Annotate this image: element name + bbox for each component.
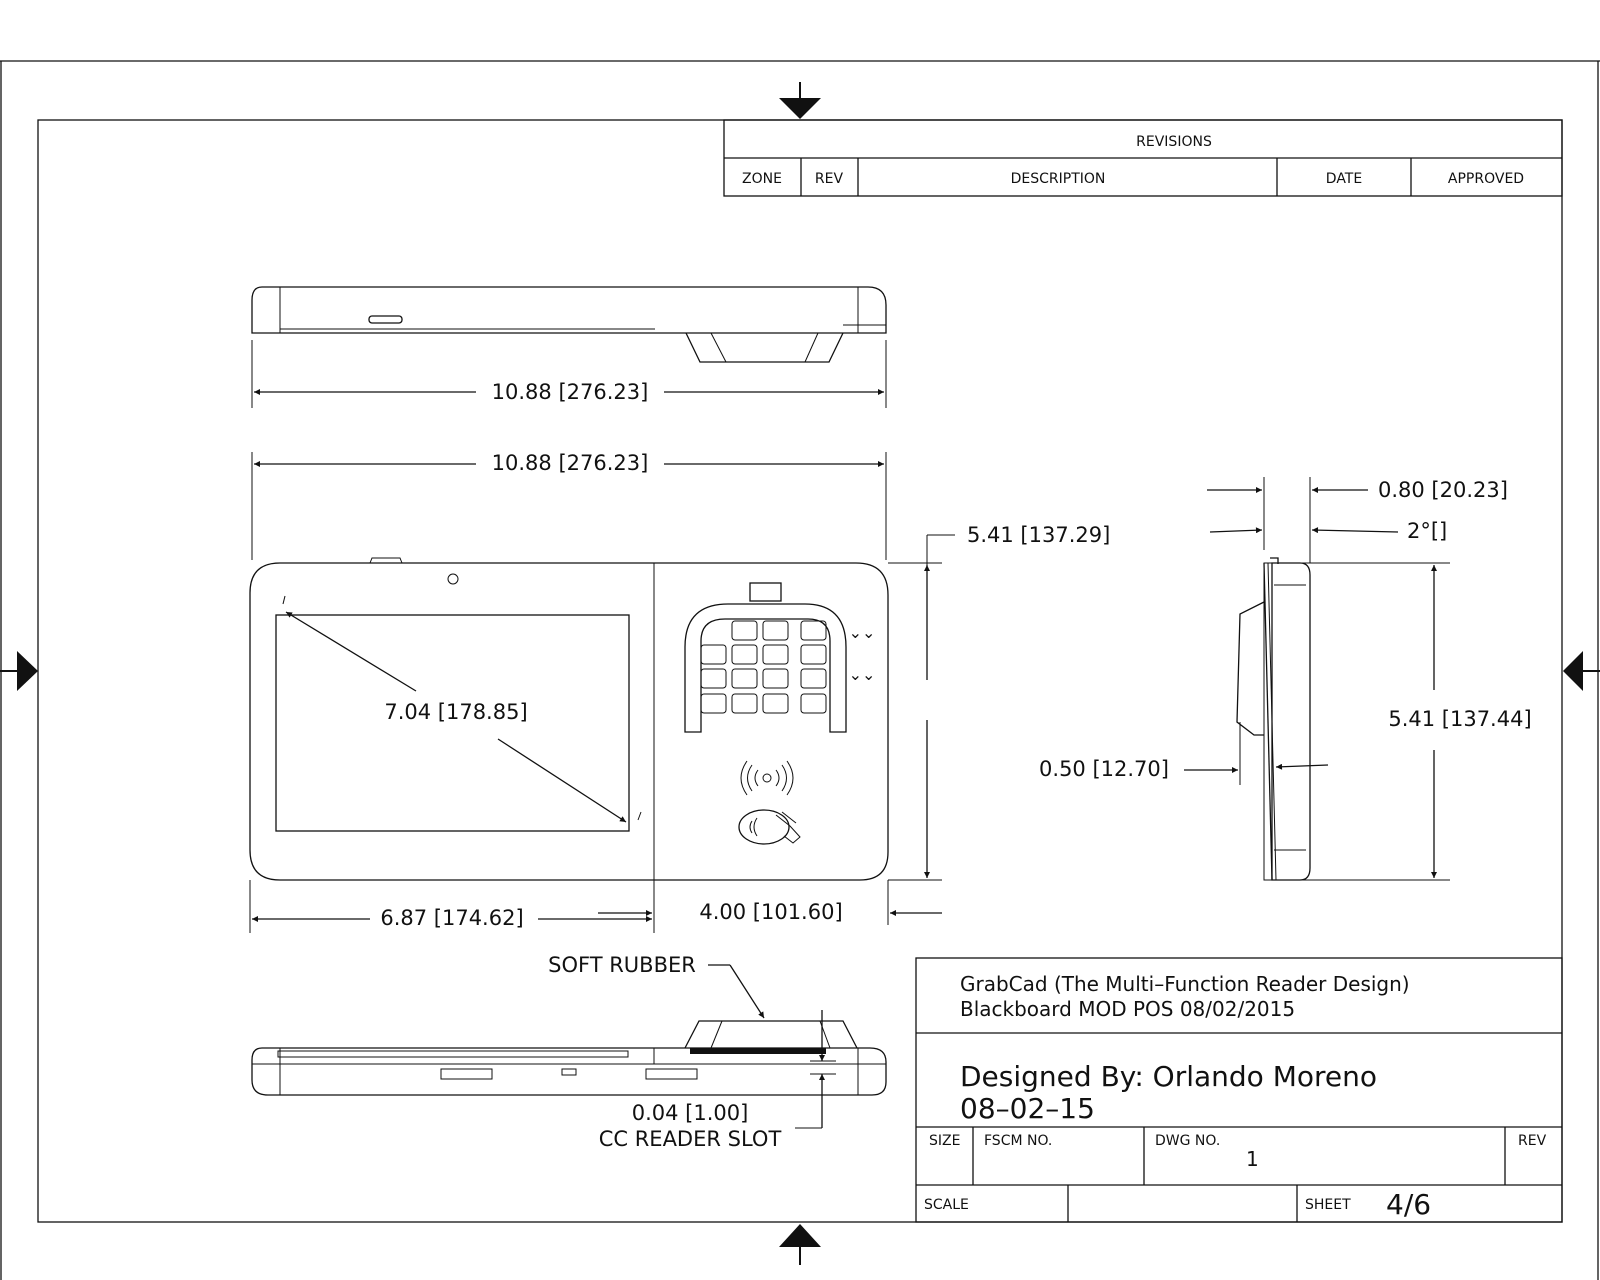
revisions-title: REVISIONS — [1136, 134, 1212, 150]
dim-side-height: 5.41 [137.44] — [1388, 707, 1531, 731]
keypad-key — [731, 668, 758, 689]
rev-label: REV — [1518, 1133, 1547, 1149]
dim-front-width: 10.88 [276.23] — [492, 451, 649, 475]
revisions-table: REVISIONS ZONE REV DESCRIPTION DATE APPR… — [723, 119, 1563, 197]
dwg-no-value: 1 — [1246, 1147, 1259, 1171]
fscm-label: FSCM NO. — [984, 1133, 1052, 1149]
dim-side-depth: 0.80 [20.23] — [1378, 478, 1508, 502]
tap-card-icon — [738, 809, 801, 845]
label-cc-reader-slot: CC READER SLOT — [599, 1127, 782, 1151]
sheet-number: 4/6 — [1386, 1188, 1431, 1221]
dwg-no-label: DWG NO. — [1155, 1133, 1220, 1149]
title-line-2: Blackboard MOD POS 08/02/2015 — [960, 997, 1295, 1021]
keypad-key — [762, 644, 789, 665]
dim-side-thickness: 0.50 [12.70] — [1039, 757, 1169, 781]
keypad-key — [700, 644, 727, 665]
title-block: GrabCad (The Multi–Function Reader Desig… — [915, 957, 1563, 1223]
keypad-key — [731, 620, 758, 641]
keypad-key — [700, 668, 727, 689]
dim-left-section: 6.87 [174.62] — [380, 906, 523, 930]
dim-right-section: 4.00 [101.60] — [699, 900, 842, 924]
keypad-key — [800, 668, 827, 689]
contactless-icon — [740, 760, 794, 796]
keypad-key — [731, 644, 758, 665]
keypad-key — [762, 620, 789, 641]
chevron-icon: ⌄⌄ — [849, 623, 876, 642]
dim-top-width: 10.88 [276.23] — [492, 380, 649, 404]
top-view: 10.88 [276.23] — [251, 286, 887, 408]
front-view: 7.04 [178.85] ⌄⌄ ⌄⌄ 5.41 [137.29] — [249, 451, 1110, 933]
bottom-view: SOFT RUBBER 0.04 [1.00] CC READER SLOT — [251, 953, 887, 1151]
revisions-col-description: DESCRIPTION — [1011, 171, 1106, 187]
keypad-key — [800, 644, 827, 665]
centering-marks — [0, 82, 1600, 1265]
dim-screen-diag: 7.04 [178.85] — [384, 700, 527, 724]
title-line-1: GrabCad (The Multi–Function Reader Desig… — [960, 972, 1410, 996]
keypad-key — [800, 620, 827, 641]
keypad-key — [762, 668, 789, 689]
dim-slot-size: 0.04 [1.00] — [632, 1101, 749, 1125]
revisions-col-zone: ZONE — [742, 171, 782, 187]
dim-side-angle: 2°[] — [1407, 519, 1447, 543]
revisions-col-rev: REV — [815, 171, 844, 187]
scale-label: SCALE — [924, 1197, 969, 1213]
keypad-key — [762, 693, 789, 714]
label-soft-rubber: SOFT RUBBER — [548, 953, 696, 977]
pin-keypad — [700, 620, 827, 714]
design-date: 08–02–15 — [960, 1092, 1095, 1125]
sheet-label: SHEET — [1305, 1197, 1351, 1213]
keypad-surround — [684, 603, 847, 733]
revisions-col-date: DATE — [1326, 171, 1362, 187]
size-label: SIZE — [929, 1133, 960, 1149]
side-view: 0.80 [20.23] 2°[] 5.41 [137.44] 0.50 [12… — [1039, 477, 1532, 881]
keypad-key — [800, 693, 827, 714]
sheet-border — [0, 60, 1600, 1280]
dim-front-height: 5.41 [137.29] — [967, 523, 1110, 547]
keypad-key — [700, 693, 727, 714]
screen-display — [275, 614, 630, 832]
keypad-key — [731, 693, 758, 714]
designer-name: Designed By: Orlando Moreno — [960, 1060, 1377, 1093]
revisions-col-approved: APPROVED — [1448, 171, 1524, 187]
chevron-icon: ⌄⌄ — [849, 665, 876, 684]
